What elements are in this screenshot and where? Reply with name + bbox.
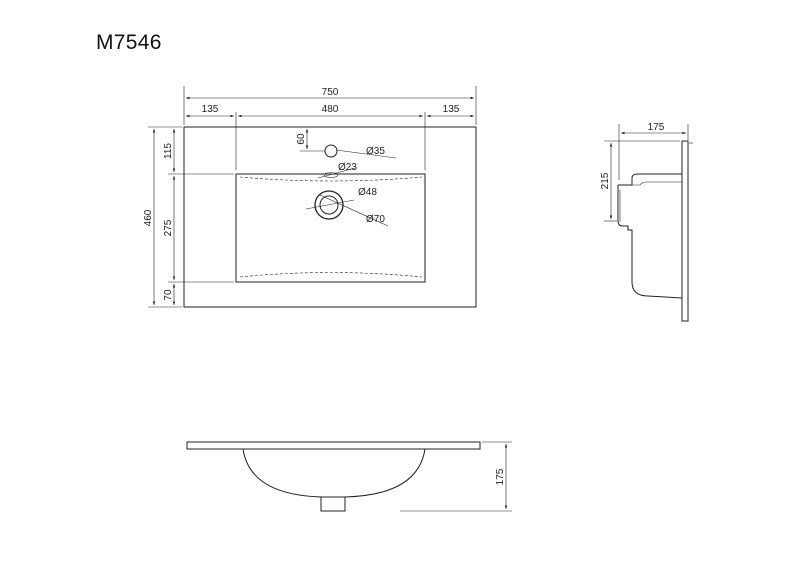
front-countertop bbox=[186, 441, 481, 450]
drain-inner-label: Ø48 bbox=[358, 187, 377, 198]
basin-back-curve bbox=[239, 176, 423, 182]
basin-outline bbox=[235, 173, 426, 283]
right-margin-label: 135 bbox=[443, 104, 460, 115]
overall-width-label: 750 bbox=[322, 87, 339, 98]
side-bowl-outer bbox=[617, 185, 683, 299]
model-title: M7546 bbox=[96, 31, 162, 54]
back-margin-label: 115 bbox=[163, 143, 174, 159]
front-margin-label: 70 bbox=[163, 289, 174, 301]
tap-offset-label: 60 bbox=[296, 133, 307, 145]
side-depth-label: 175 bbox=[648, 122, 665, 133]
side-bowl-top bbox=[618, 173, 682, 186]
basin-front-curve bbox=[239, 272, 423, 278]
overall-depth-label: 460 bbox=[143, 209, 154, 226]
overflow-hole bbox=[323, 172, 339, 178]
front-bowl bbox=[242, 448, 426, 498]
front-view: 175 bbox=[186, 441, 512, 512]
front-height-label: 175 bbox=[495, 468, 506, 485]
side-height-label: 215 bbox=[600, 172, 611, 189]
side-view: 175 215 bbox=[600, 122, 693, 322]
drain-inner-leader bbox=[305, 199, 355, 210]
side-rim bbox=[632, 181, 682, 186]
left-margin-label: 135 bbox=[202, 104, 219, 115]
countertop-outline bbox=[183, 126, 477, 308]
side-countertop bbox=[681, 140, 689, 322]
basin-width-label: 480 bbox=[322, 104, 339, 115]
tap-leader bbox=[335, 149, 397, 159]
overflow-label: Ø23 bbox=[338, 162, 357, 173]
drain-outer-leader bbox=[319, 194, 389, 227]
tap-hole-label: Ø35 bbox=[366, 146, 385, 157]
basin-depth-label: 275 bbox=[163, 219, 174, 236]
front-drain bbox=[320, 496, 346, 512]
drain-inner bbox=[319, 195, 339, 215]
drain-outer bbox=[314, 190, 344, 220]
top-view: 750 135 480 135 460 115 275 70 60 Ø35 Ø2… bbox=[143, 86, 477, 308]
drain-outer-label: Ø70 bbox=[366, 214, 385, 225]
tap-hole bbox=[324, 144, 338, 158]
